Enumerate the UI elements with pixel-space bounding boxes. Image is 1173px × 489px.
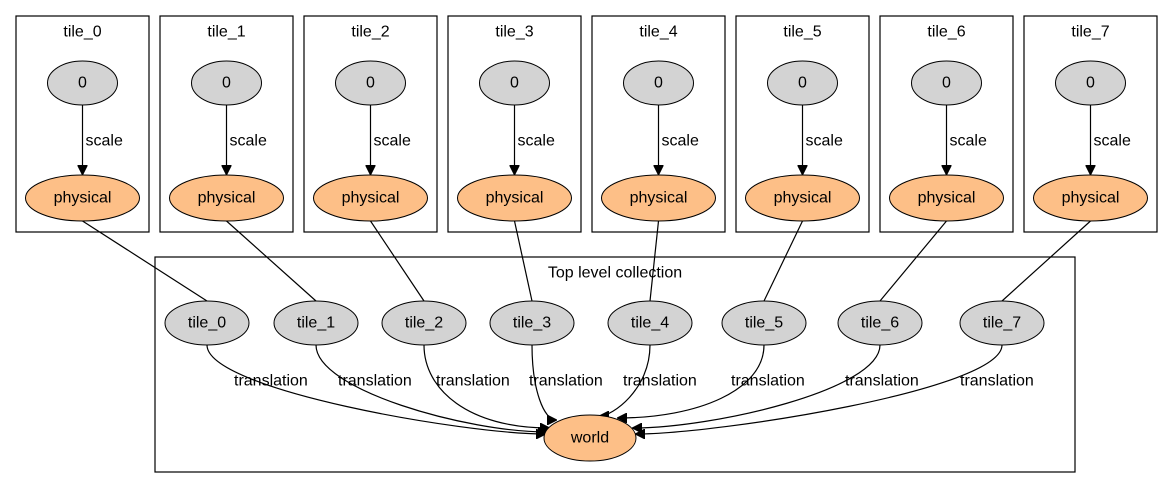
world-node-label: world [570, 430, 609, 447]
tile-cluster-label: tile_6 [927, 24, 965, 41]
source-node[interactable] [911, 60, 982, 106]
translation-edge [636, 344, 1003, 434]
physical-node[interactable] [25, 174, 140, 222]
collection-tile-node[interactable] [721, 300, 807, 346]
scale-edge-label: scale [86, 133, 123, 150]
translation-edge-label: translation [845, 373, 919, 390]
source-node-label: 0 [366, 75, 375, 92]
tile-cluster-label: tile_2 [351, 24, 389, 41]
collection-tile-node[interactable] [607, 300, 693, 346]
physical-to-tile-edge [513, 220, 533, 302]
physical-node[interactable] [889, 174, 1004, 222]
translation-edge [618, 344, 765, 418]
collection-tile-label: tile_1 [297, 315, 335, 332]
collection-tile-node[interactable] [959, 300, 1045, 346]
translation-edge [206, 344, 545, 434]
translation-edge-label: translation [436, 373, 510, 390]
collection-tile-node[interactable] [164, 300, 250, 346]
collection-tile-label: tile_2 [405, 315, 443, 332]
world-node[interactable] [543, 414, 637, 462]
source-node-label: 0 [798, 75, 807, 92]
scale-edge-label: scale [1094, 133, 1131, 150]
source-node[interactable] [767, 60, 838, 106]
scale-edge-label: scale [662, 133, 699, 150]
scale-edge-label: scale [374, 133, 411, 150]
physical-node-label: physical [54, 190, 112, 207]
physical-to-tile-edge [1001, 220, 1091, 302]
translation-edge-label: translation [731, 373, 805, 390]
physical-node[interactable] [457, 174, 572, 222]
physical-node[interactable] [745, 174, 860, 222]
source-node-label: 0 [654, 75, 663, 92]
collection-tile-label: tile_4 [631, 315, 669, 332]
physical-node-label: physical [1062, 190, 1120, 207]
source-node-label: 0 [1086, 75, 1095, 92]
source-node[interactable] [191, 60, 262, 106]
source-node-label: 0 [510, 75, 519, 92]
physical-node-label: physical [774, 190, 832, 207]
translation-edge [633, 344, 881, 428]
translation-edge-label: translation [960, 373, 1034, 390]
physical-node-label: physical [486, 190, 544, 207]
top-level-cluster-label: Top level collection [548, 265, 682, 282]
physical-to-tile-edge [879, 220, 947, 302]
physical-node-label: physical [918, 190, 976, 207]
physical-to-tile-edge [226, 220, 317, 302]
collection-tile-node[interactable] [381, 300, 467, 346]
translation-edge-label: translation [529, 373, 603, 390]
source-node-label: 0 [78, 75, 87, 92]
translation-edge [600, 344, 651, 416]
translation-edge-label: translation [338, 373, 412, 390]
tile-cluster-label: tile_3 [495, 24, 533, 41]
physical-node[interactable] [313, 174, 428, 222]
collection-tile-label: tile_3 [513, 315, 551, 332]
physical-node[interactable] [1033, 174, 1148, 222]
physical-to-tile-edge [763, 220, 804, 302]
translation-edge [315, 344, 547, 432]
collection-tile-node[interactable] [837, 300, 923, 346]
physical-node-label: physical [630, 190, 688, 207]
collection-tile-node[interactable] [489, 300, 575, 346]
source-node[interactable] [47, 60, 118, 106]
physical-node[interactable] [169, 174, 284, 222]
translation-edge [423, 344, 549, 428]
source-node-label: 0 [222, 75, 231, 92]
collection-tile-label: tile_5 [745, 315, 783, 332]
tile-cluster-label: tile_1 [207, 24, 245, 41]
source-node-label: 0 [942, 75, 951, 92]
collection-tile-label: tile_7 [983, 315, 1021, 332]
translation-edge-label: translation [623, 373, 697, 390]
physical-node[interactable] [601, 174, 716, 222]
physical-node-label: physical [198, 190, 256, 207]
physical-to-tile-edge [370, 220, 425, 302]
translation-edge [531, 344, 556, 420]
collection-tile-node[interactable] [273, 300, 359, 346]
tile-cluster-label: tile_0 [63, 24, 101, 41]
tile-cluster-label: tile_5 [783, 24, 821, 41]
tile-cluster-label: tile_7 [1071, 24, 1109, 41]
scale-edge-label: scale [518, 133, 555, 150]
tile-cluster-label: tile_4 [639, 24, 677, 41]
collection-tile-label: tile_0 [188, 315, 226, 332]
source-node[interactable] [335, 60, 406, 106]
scale-edge-label: scale [806, 133, 843, 150]
scale-edge-label: scale [950, 133, 987, 150]
source-node[interactable] [1055, 60, 1126, 106]
source-node[interactable] [479, 60, 550, 106]
translation-edge-label: translation [234, 373, 308, 390]
scale-edge-label: scale [230, 133, 267, 150]
physical-to-tile-edge [82, 220, 208, 302]
collection-tile-label: tile_6 [861, 315, 899, 332]
physical-node-label: physical [342, 190, 400, 207]
source-node[interactable] [623, 60, 694, 106]
physical-to-tile-edge [649, 220, 660, 302]
